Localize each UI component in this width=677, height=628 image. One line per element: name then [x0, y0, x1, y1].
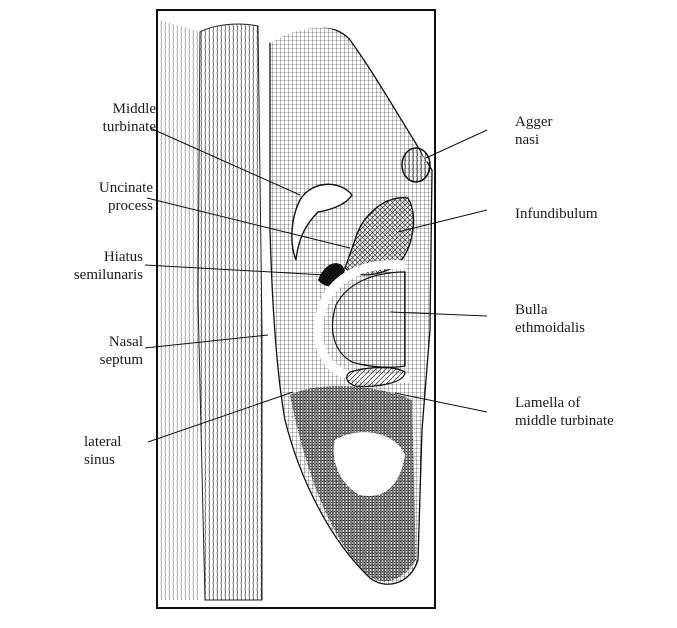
label-hiatus-semilunaris: Hiatus semilunaris: [4, 248, 143, 284]
label-infundibulum: Infundibulum: [515, 205, 598, 223]
label-middle-turbinate: Middle turbinate: [50, 100, 156, 136]
label-bulla-ethmoidalis: Bulla ethmoidalis: [515, 301, 585, 337]
label-lamella-middle-turbinate: Lamella of middle turbinate: [515, 394, 614, 430]
label-lateral-sinus: lateral sinus: [84, 433, 121, 469]
label-agger-nasi: Agger nasi: [515, 113, 553, 149]
lateral-band: [160, 20, 200, 600]
agger-nasi-shape: [402, 148, 430, 182]
nasal-septum-shape: [198, 24, 262, 600]
label-nasal-septum: Nasal septum: [40, 333, 143, 369]
label-uncinate-process: Uncinate process: [50, 179, 153, 215]
